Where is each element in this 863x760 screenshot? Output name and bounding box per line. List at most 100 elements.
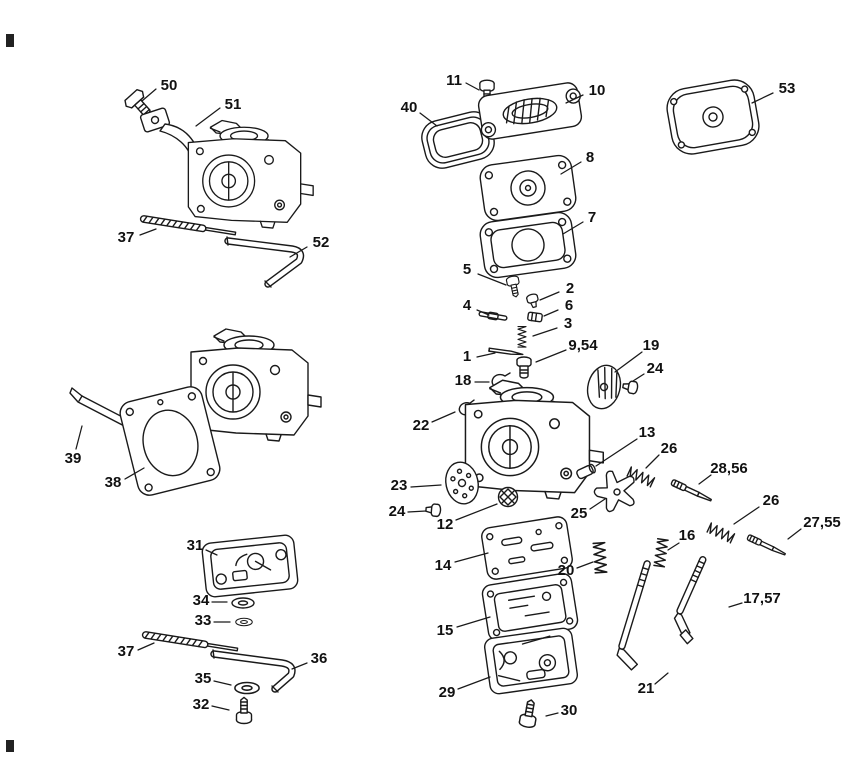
leader-2: [539, 291, 560, 301]
part-31-cover: [201, 534, 299, 598]
callout-21: 21: [638, 680, 655, 697]
leader-17-57: [728, 602, 743, 608]
part-23-disc: [445, 461, 479, 505]
leader-25: [589, 498, 606, 510]
part-13-piston: [576, 463, 596, 480]
callout-14: 14: [435, 557, 452, 574]
callout-40: 40: [401, 99, 418, 116]
part-carburetor-body-3: [464, 379, 605, 500]
part-25-metering-lever: [593, 470, 635, 513]
part-33-washer: [235, 617, 253, 627]
leader-14: [454, 552, 489, 563]
leader-28-56: [698, 474, 712, 485]
part-32-screw: [235, 696, 253, 725]
part-38-gasket: [119, 386, 221, 496]
callout-50: 50: [161, 77, 178, 94]
leader-27-55: [787, 528, 802, 540]
part-30-screw: [518, 697, 540, 730]
part-24-plug-left: [424, 502, 442, 518]
callout-6: 6: [565, 297, 573, 314]
callout-12: 12: [437, 516, 454, 533]
callout-52: 52: [313, 234, 330, 251]
callout-32: 32: [193, 696, 210, 713]
callout-9-54: 9,54: [568, 337, 598, 354]
page-mark-top-left: [6, 34, 14, 47]
leader-4: [476, 309, 490, 316]
callout-33: 33: [195, 612, 212, 629]
leader-30: [545, 712, 559, 717]
leader-1: [476, 352, 496, 358]
callout-labels: 50 51 37 52 11 40 10 53 8 7 5 2 4 6 3 1 …: [65, 72, 841, 719]
leader-19: [614, 351, 643, 373]
callout-5: 5: [463, 261, 471, 278]
leader-53: [751, 92, 774, 104]
callout-19: 19: [643, 337, 660, 354]
callout-22: 22: [413, 417, 430, 434]
leader-32: [211, 705, 230, 711]
part-50-plate: [139, 107, 171, 133]
callout-37-bottom: 37: [118, 643, 135, 660]
leader-50: [141, 88, 157, 102]
diagram-parts: [69, 79, 787, 730]
leader-40: [419, 112, 438, 127]
part-28-56-needle: [670, 478, 713, 504]
leader-52: [289, 246, 308, 258]
part-1-needle: [488, 347, 524, 356]
leader-20: [576, 561, 594, 569]
leader-36: [291, 662, 308, 670]
leader-12: [455, 503, 498, 521]
part-3-spring: [517, 326, 527, 348]
part-2-screw: [525, 292, 541, 310]
leader-10: [565, 94, 584, 104]
leader-5: [477, 273, 507, 286]
callout-51: 51: [225, 96, 242, 113]
part-7-gasket: [479, 211, 577, 279]
part-20-spring: [592, 541, 608, 574]
callout-36: 36: [311, 650, 328, 667]
part-40-air-horn: [421, 111, 495, 169]
callout-29: 29: [439, 684, 456, 701]
part-52-pipe: [224, 236, 305, 288]
leader-39: [75, 425, 83, 450]
leader-37-bottom: [137, 642, 155, 651]
part-27-55-needle: [746, 533, 787, 558]
callout-23: 23: [391, 477, 408, 494]
leader-15: [456, 616, 491, 628]
leader-51: [195, 107, 221, 127]
leader-23: [410, 484, 442, 488]
callout-35: 35: [195, 670, 212, 687]
part-9-54-nozzle: [516, 356, 532, 379]
callout-1: 1: [463, 348, 471, 365]
callout-26-lower: 26: [763, 492, 780, 509]
callout-2: 2: [566, 280, 574, 297]
leader-9-54: [535, 349, 567, 363]
callout-38: 38: [105, 474, 122, 491]
leader-21: [654, 672, 669, 685]
callout-4: 4: [463, 297, 472, 314]
leader-3: [532, 327, 558, 337]
part-21-adjust-screw: [616, 560, 651, 671]
leader-35: [213, 680, 232, 686]
leader-29: [457, 676, 491, 690]
part-37-rod-bottom: [141, 630, 239, 654]
callout-8: 8: [586, 149, 594, 166]
leader-38: [124, 467, 145, 480]
leader-6: [543, 309, 559, 317]
part-6-sleeve: [527, 311, 543, 323]
leader-37-top: [139, 228, 157, 236]
callout-37-top: 37: [118, 229, 135, 246]
callout-15: 15: [437, 622, 454, 639]
leader-22: [431, 411, 456, 423]
part-15-plate: [481, 572, 579, 642]
leader-31: [205, 549, 218, 556]
callout-26-upper: 26: [661, 440, 678, 457]
leader-24-right: [632, 373, 645, 382]
part-17-57-adjust-screw: [673, 556, 707, 645]
callout-30: 30: [561, 702, 578, 719]
part-8-diaphragm: [479, 154, 577, 222]
part-53-diaphragm: [666, 79, 760, 155]
leader-13: [595, 438, 638, 467]
part-36-pipe: [210, 649, 296, 693]
leader-7: [562, 221, 584, 235]
part-24-plug-right: [621, 379, 640, 395]
